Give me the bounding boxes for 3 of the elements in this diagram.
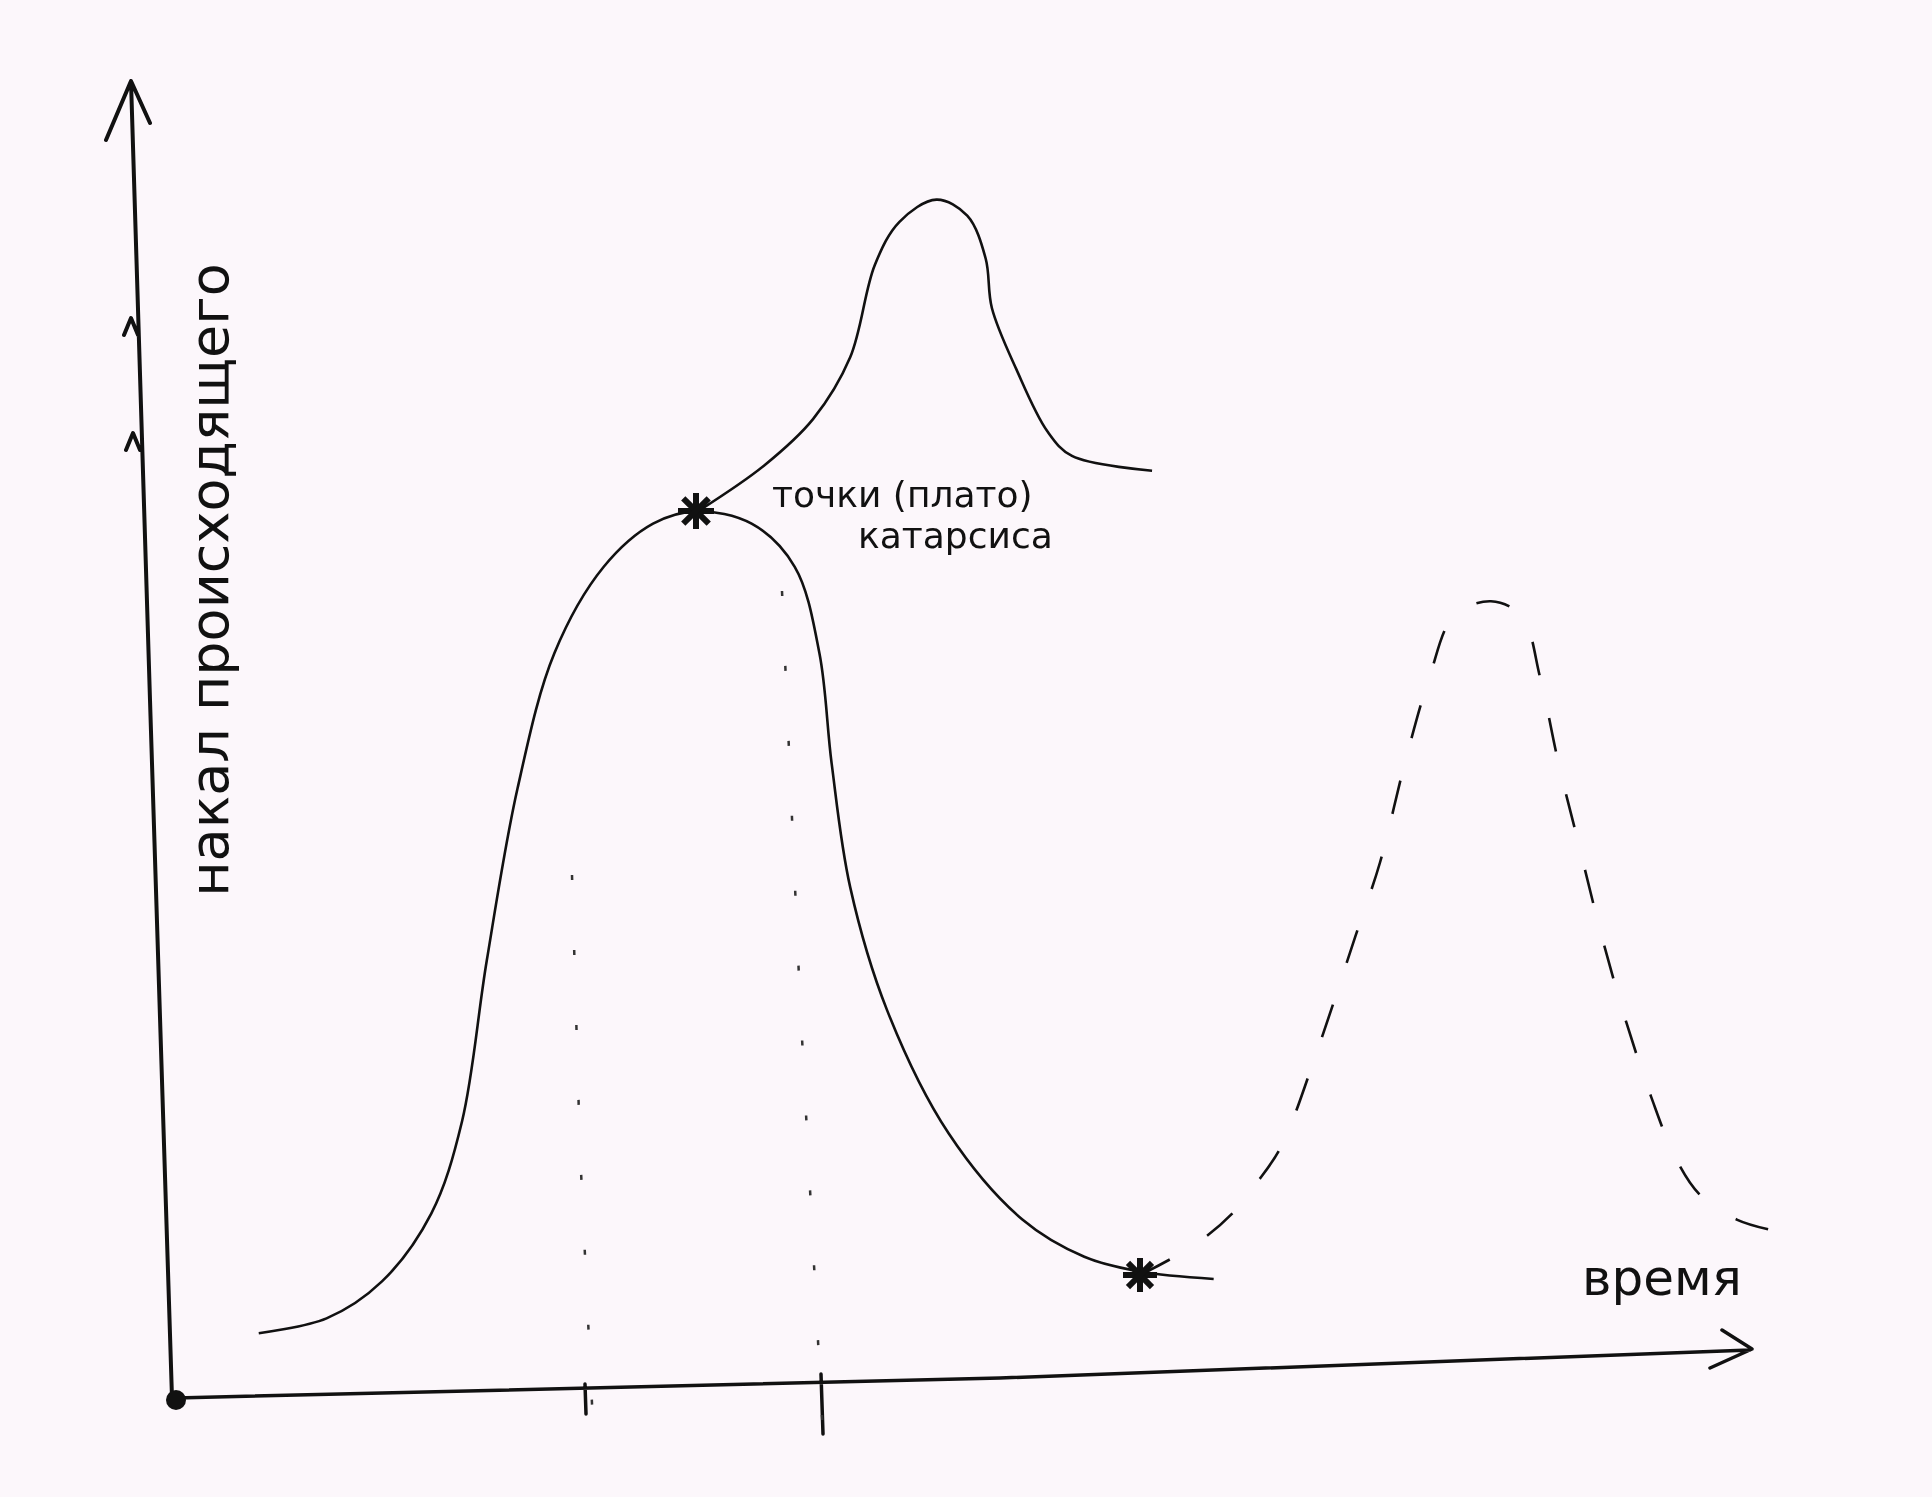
- axis-label: время: [1582, 1250, 1742, 1308]
- axis-label: накал происходящего: [183, 263, 237, 897]
- annotation: точки (плато) катарсиса: [772, 474, 1054, 557]
